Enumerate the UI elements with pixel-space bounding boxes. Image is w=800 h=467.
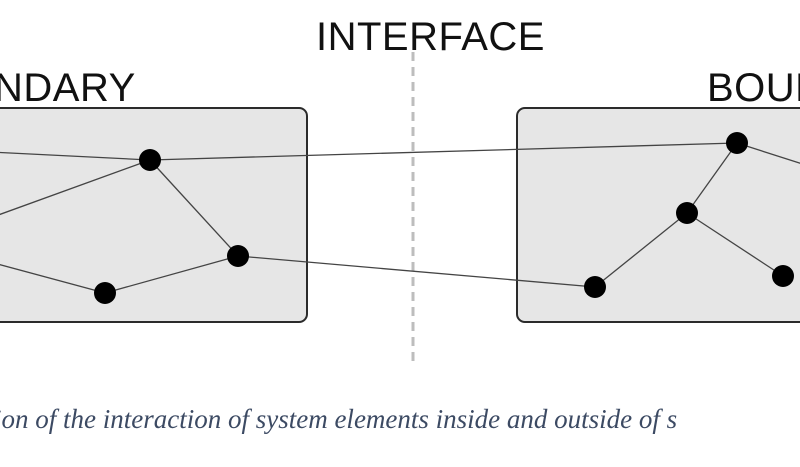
node-L1 [139,149,161,171]
edge-R2-R4 [686,212,784,277]
edge-R1-R2 [686,142,738,214]
node-R3 [584,276,606,298]
left-boundary-label: NDARY [0,66,136,110]
edge-left-offscreen-a [0,151,151,161]
edge-L1-R1 [149,142,738,161]
node-group [94,132,794,304]
edge-L2-L3 [104,255,239,294]
node-R4 [772,265,794,287]
edge-left-offscreen-b [0,159,151,216]
node-R1 [726,132,748,154]
interface-label: INTERFACE [316,15,545,59]
node-R2 [676,202,698,224]
edge-left-offscreen-c [0,264,106,294]
right-boundary-box [516,107,800,323]
node-L3 [94,282,116,304]
edge-group [0,142,800,294]
left-boundary-box [0,107,308,323]
edge-R2-R3 [594,212,688,288]
edge-L1-L2 [149,159,239,257]
figure-caption: ion of the interaction of system element… [0,404,678,434]
right-boundary-label: BOUN [707,66,800,110]
node-L2 [227,245,249,267]
edge-L2-R3 [237,255,596,288]
edge-right-offscreen-a [736,142,800,164]
